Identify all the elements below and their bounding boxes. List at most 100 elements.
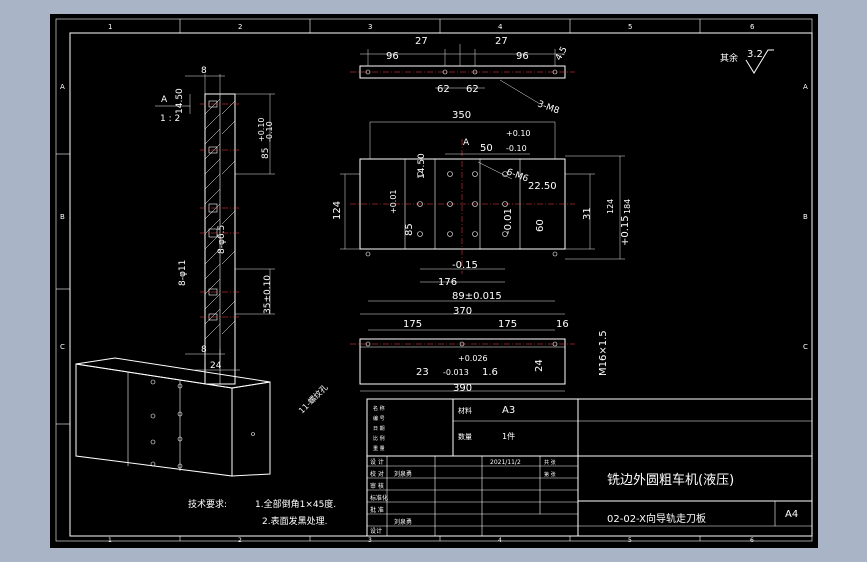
dim-bottom-16-rough: 1.6 [482, 367, 498, 378]
dim-bottom-175-right: 175 [498, 319, 517, 330]
dim-bottom-16: 16 [556, 319, 569, 330]
dim-side-14-50: 14.50 [175, 88, 185, 114]
tb-row-0: 设 计 [370, 458, 384, 466]
dim-side-tol-plus: +0.10 [257, 117, 266, 142]
top-view: 27 27 96 96 62 62 4.5 3-M8 [350, 36, 575, 117]
dim-front-31: 60 [535, 219, 546, 232]
tb-name-cell-2: 刘泉勇 [394, 518, 412, 526]
dim-front-tol-plus: +0.10 [506, 129, 531, 138]
tb-material-label: 材料 [458, 406, 472, 415]
tb-drawing-name: 02-02-X向导轨走刀板 [607, 512, 706, 525]
dim-side-85: 85 [261, 148, 271, 159]
dim-top-27-right: 27 [495, 36, 508, 47]
zone-bottom-2: 2 [238, 537, 242, 544]
cad-drawing: 1 2 3 4 5 6 1 2 3 4 5 6 A B C A B C 其余 3… [55, 18, 813, 544]
tb-quantity: 1件 [502, 431, 515, 441]
front-view: 350 +0.10 50 -0.10 6-M6 A 14.50 22.50 12… [332, 110, 632, 317]
tb-quantity-label: 数量 [458, 432, 472, 441]
dim-front-50: 50 [480, 143, 493, 154]
side-section-view: 8 14.50 +0.10 -0.10 85 8-φ6.5 8-φ11 35±0… [155, 66, 275, 385]
zone-bottom-4: 4 [498, 537, 502, 544]
title-block: 名 称 编 号 日 期 比 例 重 量 材料 A3 数量 1件 设 计 校 对 … [366, 398, 813, 537]
dim-front-m6: 6-M6 [505, 167, 530, 184]
dim-bottom-24: 24 [534, 359, 545, 372]
tb-tiny-4: 重 量 [373, 445, 385, 452]
dim-top-62-right: 62 [466, 84, 479, 95]
dim-bottom-tol-minus: -0.013 [443, 368, 469, 377]
dim-bottom-23: 23 [416, 367, 429, 378]
tb-tiny-5: 共 张 [544, 459, 556, 466]
roughness-value: 3.2 [747, 49, 763, 60]
tech-req-item-1: 1.全部倒角1×45度. [255, 498, 336, 510]
dim-top-m8: 3-M8 [536, 99, 561, 116]
isometric-view: 11-螺纹孔 [75, 357, 330, 477]
zone-top-2: 2 [238, 23, 242, 31]
dim-front-89: 176 [438, 277, 457, 288]
tb-date: 2021/11/2 [490, 459, 521, 466]
dim-top-62-left: 62 [437, 84, 450, 95]
dim-side-8-bottom: 8 [201, 345, 207, 355]
zone-bottom-5: 5 [628, 537, 632, 544]
zone-bottom-6: 6 [750, 537, 754, 544]
zone-side-a-right: A [803, 83, 808, 91]
bottom-view: 175 175 16 M16×1.5 +0.026 23 -0.013 1.6 … [350, 319, 609, 394]
zone-top-3: 3 [368, 23, 372, 31]
zone-top-4: 4 [498, 23, 503, 31]
dim-front-tol-001: +0.01 [389, 189, 398, 214]
dim-side-35: 35±0.10 [263, 275, 273, 314]
dim-side-24: 24 [210, 361, 222, 371]
tb-row-3: 标准化 [370, 494, 388, 502]
zone-side-a: A [60, 83, 65, 91]
tb-product: 铣边外圆粗车机(液压) [607, 472, 734, 488]
dim-front-2250: 22.50 [528, 181, 557, 192]
zone-markers: 1 2 3 4 5 6 1 2 3 4 5 6 A B C A B C [56, 19, 808, 544]
dim-side-phi11: 8-φ11 [178, 260, 188, 286]
zone-top-6: 6 [750, 23, 755, 31]
dim-top-96-right: 96 [516, 51, 529, 62]
dim-front-390: 370 [453, 306, 472, 317]
dim-bottom-tol-plus: +0.026 [458, 354, 488, 363]
dim-front-176: -0.15 [452, 260, 478, 271]
dim-front-370: 89±0.015 [452, 291, 502, 302]
tb-tiny-6: 第 张 [544, 471, 556, 478]
zone-side-c-right: C [803, 343, 808, 351]
tb-sheet-size: A4 [785, 509, 798, 520]
tb-tiny-1: 编 号 [373, 415, 385, 422]
outer-frame [55, 18, 813, 542]
dim-top-45: 4.5 [554, 45, 570, 62]
dim-top-96-left: 96 [386, 51, 399, 62]
zone-side-b-right: B [803, 213, 808, 221]
tb-material: A3 [502, 405, 515, 416]
dim-front-124-left: 124 [332, 201, 343, 220]
dim-front-tol-minus: -0.10 [506, 144, 527, 153]
tb-row-1: 校 对 [370, 470, 384, 478]
scale-label: 1 : 2 [160, 114, 180, 124]
tb-row-2: 审 核 [370, 482, 384, 490]
dim-front-85: 85 [404, 223, 415, 236]
tb-row-4: 批 准 [370, 506, 384, 514]
tb-tiny-2: 日 期 [373, 426, 385, 432]
zone-bottom-3: 3 [368, 537, 372, 544]
dim-side-tol-minus: -0.10 [265, 121, 274, 142]
roughness-symbol: 其余 3.2 [720, 49, 774, 74]
front-section-a: A [463, 138, 470, 148]
dim-side-phi65: 8-φ6.5 [217, 225, 227, 254]
dim-front-tol-015-plus: 124 [606, 199, 615, 214]
dim-side-8: 8 [201, 66, 207, 76]
dim-bottom-175-left: 175 [403, 319, 422, 330]
zone-top-5: 5 [628, 23, 632, 31]
tb-name-cell: 刘泉勇 [394, 470, 412, 478]
dim-front-1450: 14.50 [417, 153, 427, 179]
technical-requirements: 技术要求: 1.全部倒角1×45度. 2.表面发黑处理. [188, 498, 336, 527]
note-slot: 11-螺纹孔 [296, 382, 329, 415]
tb-tiny-3: 比 例 [373, 435, 385, 442]
dim-front-184: +0.15 [620, 215, 631, 246]
zone-side-b: B [60, 213, 65, 221]
roughness-label: 其余 [720, 52, 738, 64]
dim-front-350: 350 [452, 110, 471, 121]
drawing-sheet: 1 2 3 4 5 6 1 2 3 4 5 6 A B C A B C 其余 3… [50, 14, 818, 548]
dim-front-60: -0.01 [503, 208, 514, 234]
dim-front-124-right: 31 [582, 207, 593, 220]
tb-tiny-0: 名 称 [373, 405, 385, 412]
dim-bottom-390: 390 [453, 383, 472, 394]
